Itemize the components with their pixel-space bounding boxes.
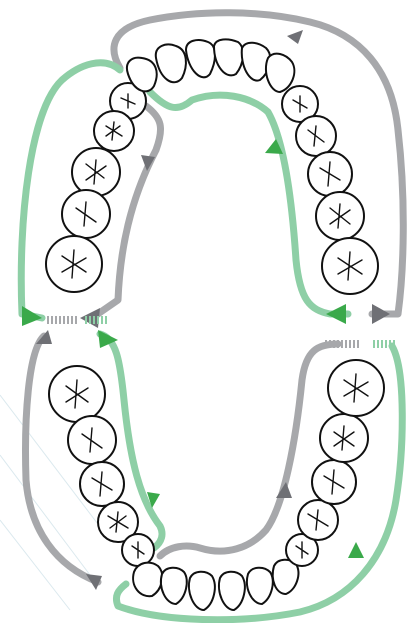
lower-front-teeth — [133, 560, 298, 610]
tooth — [189, 572, 215, 610]
upper-left-teeth — [46, 83, 146, 292]
upper-arch — [21, 13, 403, 328]
arrow-icon — [348, 542, 364, 558]
arrow-icon — [326, 304, 346, 324]
lower-left-teeth — [49, 366, 154, 566]
tooth — [219, 572, 245, 610]
lower-arch — [26, 330, 403, 620]
background-line — [0, 455, 90, 575]
arrow-icon — [372, 304, 390, 324]
tooth — [68, 416, 116, 464]
tooth — [214, 39, 243, 75]
tooth — [62, 190, 110, 238]
tooth — [320, 414, 368, 462]
tooth — [247, 568, 273, 604]
tooth — [186, 40, 215, 77]
upper-gap-hatch — [48, 316, 106, 324]
background-line — [0, 520, 70, 610]
tooth — [156, 45, 186, 83]
tooth — [133, 563, 162, 597]
tooth — [161, 568, 187, 604]
tooth — [266, 54, 294, 92]
arrow-icon — [287, 30, 303, 44]
upper-front-teeth — [127, 39, 294, 92]
arrow-icon — [36, 330, 52, 344]
